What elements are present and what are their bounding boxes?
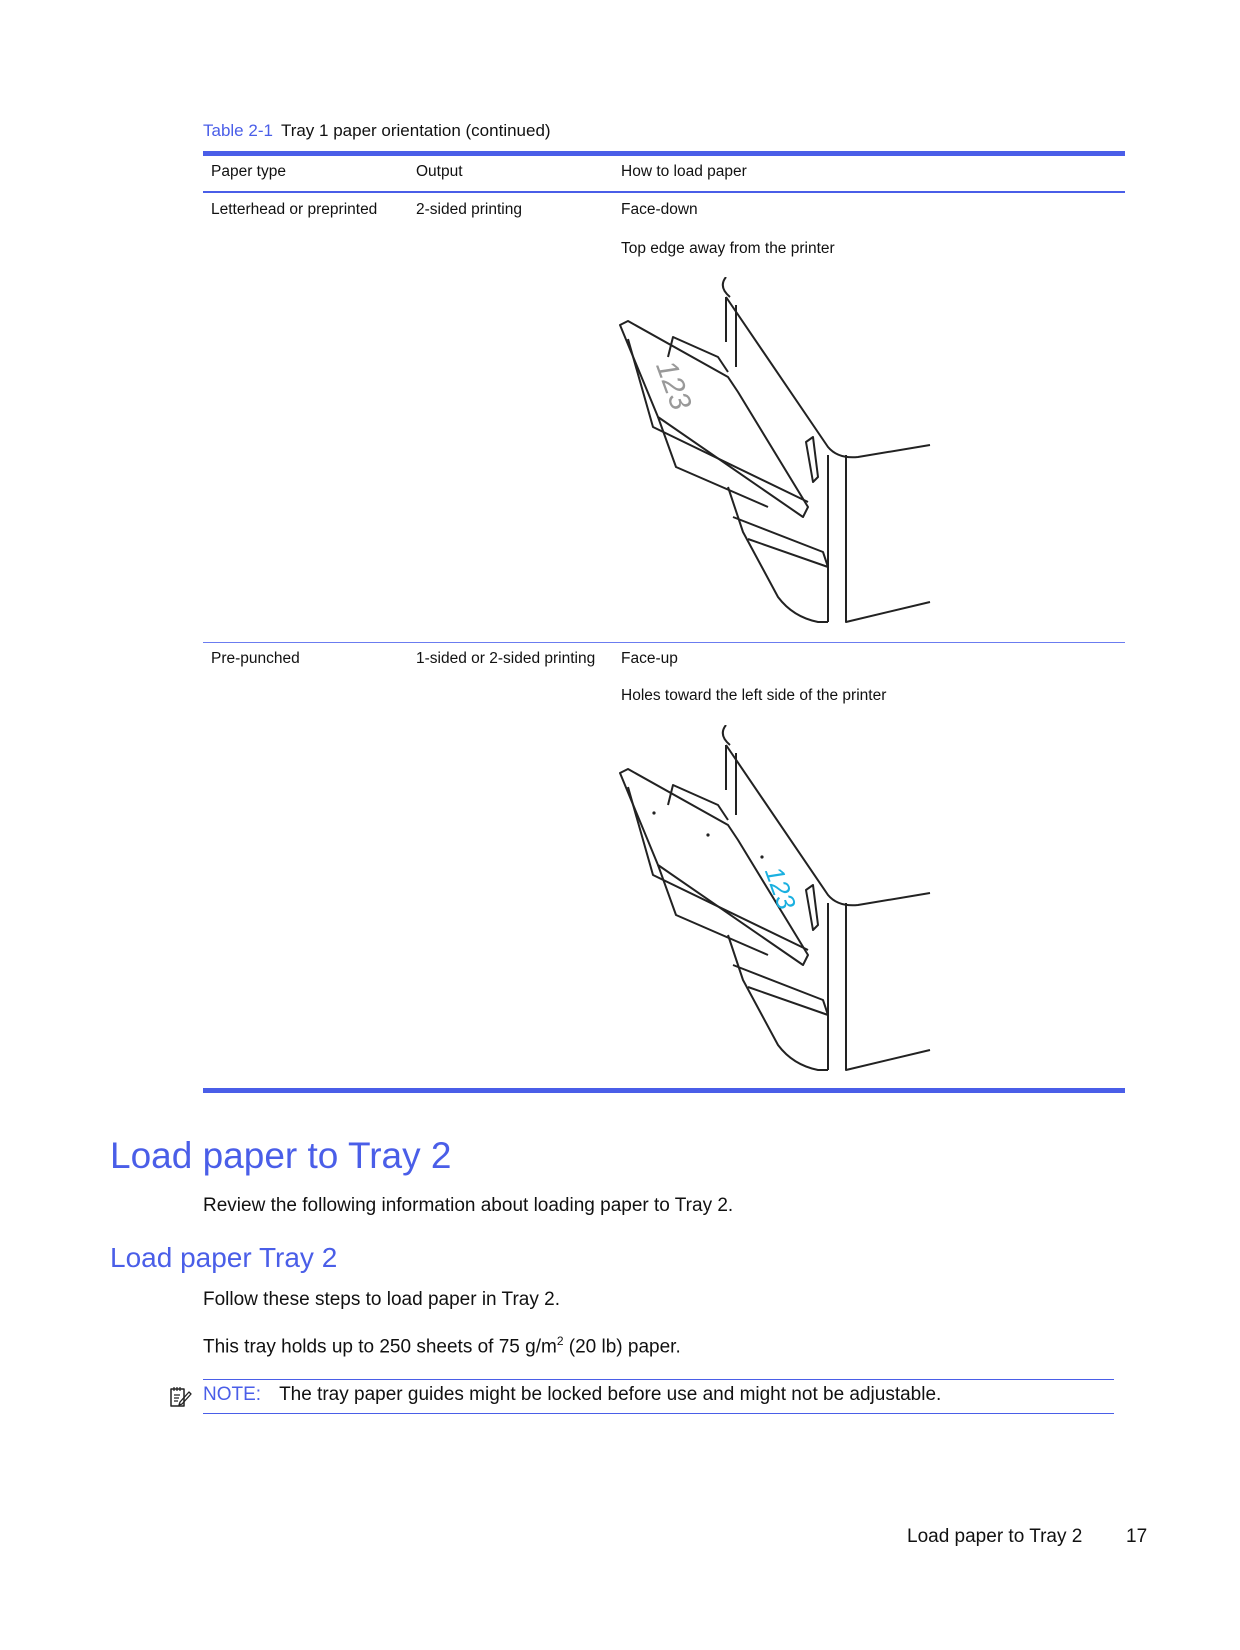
- cell-how-to-load-2: Holes toward the left side of the printe…: [621, 687, 887, 704]
- subsection-para-2: This tray holds up to 250 sheets of 75 g…: [203, 1334, 681, 1358]
- table-header-rule: [203, 191, 1125, 193]
- printer-tray1-face-up-prepunched-icon: 123: [619, 725, 931, 1071]
- note-pencil-icon: [170, 1387, 192, 1407]
- table-top-rule: [203, 151, 1125, 156]
- cell-how-to-load-1: Face-up: [621, 650, 678, 667]
- header-how-to-load: How to load paper: [621, 163, 747, 180]
- section-intro: Review the following information about l…: [203, 1195, 734, 1216]
- table-caption: Table 2-1 Tray 1 paper orientation (conti…: [203, 121, 551, 141]
- note-label: NOTE:: [203, 1384, 262, 1405]
- cell-output: 2-sided printing: [416, 201, 522, 218]
- para-2-text: This tray holds up to 250 sheets of 75 g…: [203, 1336, 557, 1358]
- subsection-para-1: Follow these steps to load paper in Tray…: [203, 1289, 560, 1310]
- para-2-superscript: 2: [556, 1334, 564, 1348]
- footer-section-title: Load paper to Tray 2: [907, 1526, 1083, 1547]
- svg-text:123: 123: [759, 862, 802, 914]
- cell-how-to-load-2: Top edge away from the printer: [621, 240, 835, 257]
- header-output: Output: [416, 163, 463, 180]
- printer-tray1-face-down-icon: 123: [619, 277, 931, 623]
- note-top-rule: [203, 1379, 1114, 1380]
- note: NOTE: The tray paper guides might be lock…: [203, 1384, 941, 1406]
- header-paper-type: Paper type: [211, 163, 286, 180]
- table-caption-title: Tray 1 paper orientation (continued): [280, 121, 551, 140]
- cell-output: 1-sided or 2-sided printing: [416, 650, 596, 667]
- note-text: The tray paper guides might be locked be…: [279, 1384, 942, 1405]
- footer-page-number: 17: [1126, 1526, 1148, 1547]
- table-bottom-rule: [203, 1088, 1125, 1093]
- note-bottom-rule: [203, 1413, 1114, 1414]
- para-2-text-end: (20 lb) paper.: [563, 1336, 681, 1358]
- cell-paper-type: Letterhead or preprinted: [211, 201, 378, 218]
- svg-text:123: 123: [649, 356, 697, 415]
- subsection-heading: Load paper Tray 2: [110, 1242, 338, 1273]
- table-caption-number: Table 2-1: [203, 121, 273, 140]
- cell-how-to-load-1: Face-down: [621, 201, 698, 218]
- section-heading: Load paper to Tray 2: [110, 1135, 452, 1176]
- cell-paper-type: Pre-punched: [211, 650, 300, 667]
- table-row-divider: [203, 642, 1125, 643]
